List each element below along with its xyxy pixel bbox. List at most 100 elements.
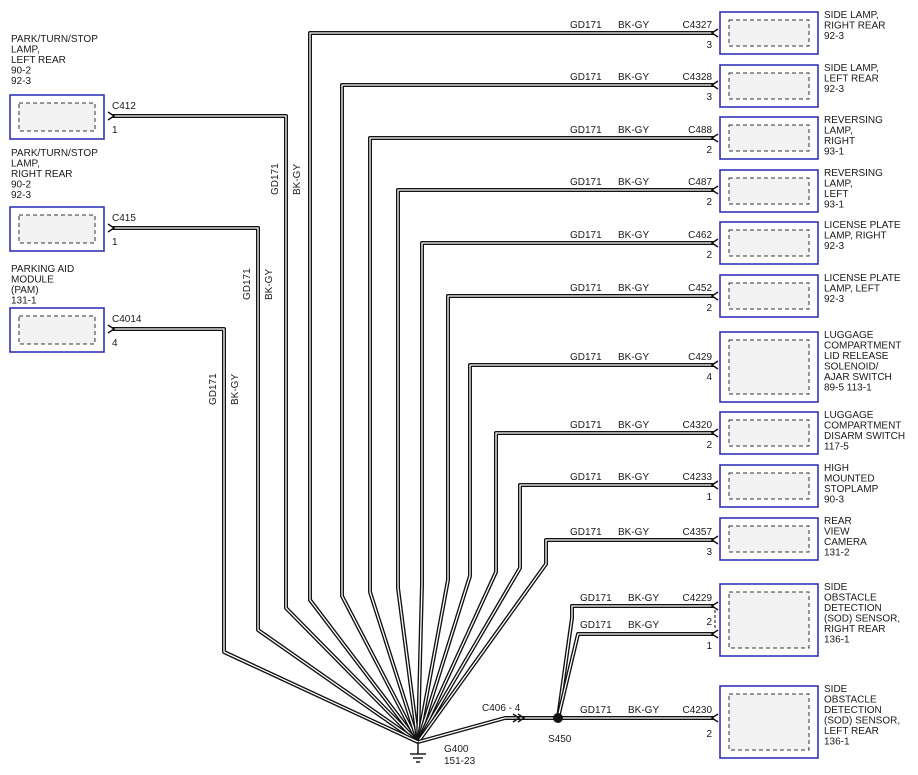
connector-c406-arrow-2 [517,713,526,723]
wire-code-r11-a: GD171 [580,593,612,604]
name-left-3-line-3: 131-1 [11,296,37,307]
wire-left-2-core [112,227,419,743]
wire-color-r3: BK-GY [618,125,649,136]
connector-r1-arrow [710,28,719,38]
component-r2-inner [728,72,810,100]
name-left-2-line-4: 92-3 [11,190,31,201]
component-r3-inner [728,124,810,152]
name-r7-line-0: LUGGAGE [824,330,874,341]
connector-left-1-arrow [107,111,116,121]
wire-r3-core [369,137,714,743]
component-r8-inner [728,419,810,447]
name-r7-line-2: LID RELEASE [824,351,889,362]
wire-color-r4: BK-GY [618,177,649,188]
name-r5-line-1: LAMP, RIGHT [824,231,887,242]
wire-code-r1: GD171 [570,20,602,31]
name-r1-line-2: 92-3 [824,31,844,42]
name-r8-line-1: COMPARTMENT [824,421,901,432]
component-r7-inner [728,339,810,395]
name-r12-line-2: DETECTION [824,705,882,716]
name-r7-line-4: AJAR SWITCH [824,372,892,383]
connector-r12-arrow [710,713,719,723]
name-left-3-line-2: (PAM) [11,285,39,296]
wire-r9-core [417,484,714,743]
name-r3-line-0: REVERSING [824,115,883,126]
connector-left-3-arrow [107,324,116,334]
name-r10-line-0: REAR [824,516,852,527]
pin-r3-label: 2 [706,145,712,156]
wire-code-r5: GD171 [570,230,602,241]
name-r1-line-1: RIGHT REAR [824,21,886,32]
component-r5-inner [728,229,810,257]
wire-code-left-2: GD171 [242,268,253,300]
name-r5-line-0: LICENSE PLATE [824,220,901,231]
wire-code-r3: GD171 [570,125,602,136]
name-r10-line-3: 131-2 [824,548,850,559]
connector-r11-arrow-b [710,629,719,639]
wire-ground-splice-core [417,717,558,743]
connector-c406-arrow [512,713,521,723]
connector-r2-label: C4328 [683,72,713,83]
wire-code-r2: GD171 [570,72,602,83]
connector-left-2-label: C415 [112,213,136,224]
name-left-1-line-3: 90-2 [11,66,31,77]
name-r9-line-1: MOUNTED [824,474,875,485]
connector-r5-arrow [710,238,719,248]
wire-r11-a-core [557,605,714,719]
name-r8-line-0: LUGGAGE [824,410,874,421]
component-left-2-inner [18,214,96,244]
wire-r10-core [417,539,714,743]
name-r9-line-3: 90-3 [824,495,844,506]
connector-r12-label: C4230 [683,705,713,716]
wire-code-r8: GD171 [570,420,602,431]
name-r7-line-1: COMPARTMENT [824,341,901,352]
pin-left-3-label: 4 [112,338,118,349]
pin-r8-label: 2 [706,440,712,451]
name-left-3-line-1: MODULE [11,275,54,286]
name-r2-line-1: LEFT REAR [824,74,879,85]
wire-code-r11-b: GD171 [580,620,612,631]
name-left-2-line-0: PARK/TURN/STOP [11,148,98,159]
connector-left-2-arrow [107,223,116,233]
name-r12-line-1: OBSTACLE [824,695,877,706]
name-r7-line-5: 89-5 113-1 [824,383,872,394]
connector-r4-label: C487 [688,177,712,188]
pin-left-2-label: 1 [112,237,118,248]
name-r11-line-3: (SOD) SENSOR, [824,614,900,625]
name-r4-line-2: LEFT [824,189,848,200]
connector-r5-label: C462 [688,230,712,241]
wire-r8 [416,431,714,743]
component-r1-inner [728,19,810,47]
name-r4-line-1: LAMP, [824,179,853,190]
name-r12-line-5: 136-1 [824,737,850,748]
wire-color-r8: BK-GY [618,420,649,431]
name-r12-line-0: SIDE [824,684,848,695]
name-r11-line-0: SIDE [824,582,848,593]
component-r11-inner [728,591,810,649]
wires-layer [107,28,719,763]
pin-r12-label: 2 [706,729,712,740]
connector-r3-arrow [710,133,719,143]
connector-left-1-label: C412 [112,101,136,112]
pin-r11-a-label: 2 [706,617,712,628]
name-r9-line-0: HIGH [824,463,849,474]
ground-name-label: G400 [444,744,469,755]
pin-r6-label: 2 [706,303,712,314]
name-left-1-line-4: 92-3 [11,76,31,87]
wire-color-r12: BK-GY [628,705,659,716]
wire-code-r10: GD171 [570,527,602,538]
wire-color-left-1: BK-GY [292,164,303,195]
name-r11-line-4: RIGHT REAR [824,624,886,635]
name-r7-line-3: SOLENOID/ [824,362,879,373]
connector-r3-label: C488 [688,125,712,136]
wire-code-r4: GD171 [570,177,602,188]
name-left-2-line-1: LAMP, [11,159,40,170]
wire-r6-core [417,295,714,743]
name-r8-line-3: 117-5 [824,442,849,453]
connector-r8-label: C4320 [683,420,713,431]
wire-left-1 [112,114,420,744]
wire-color-left-2: BK-GY [264,269,275,300]
wire-r5-core [417,242,714,743]
components-layer [9,11,819,759]
connector-r1-label: C4327 [683,20,713,31]
